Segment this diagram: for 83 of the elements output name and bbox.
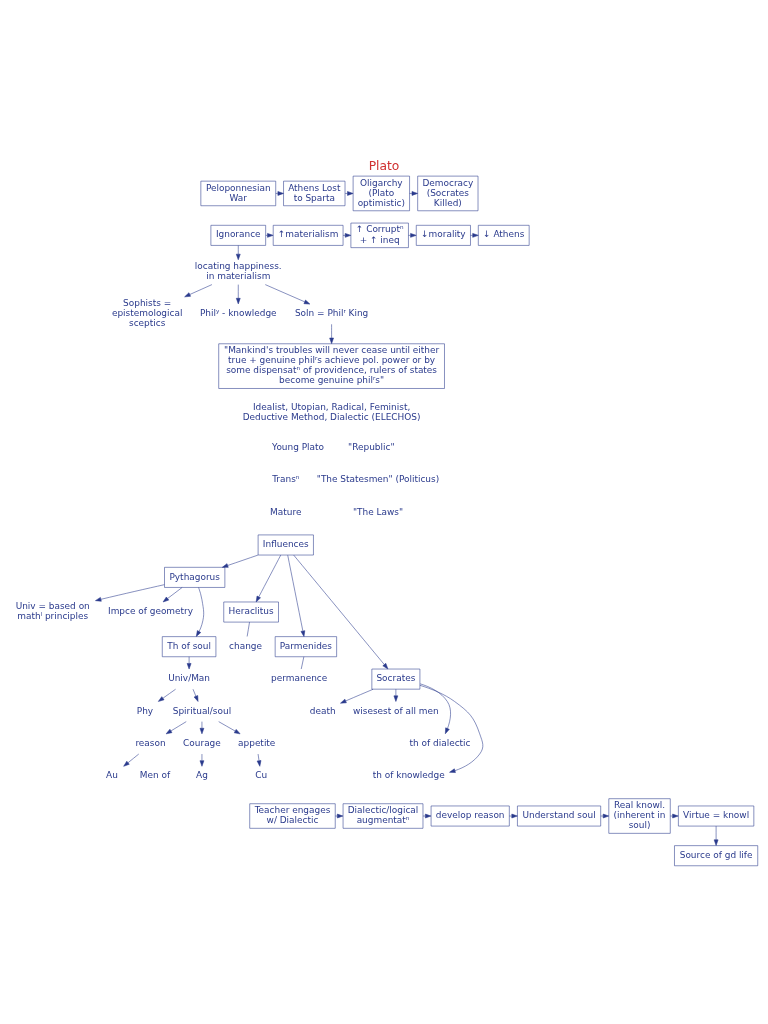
node-box: Understand soul [517,805,601,827]
label: "Republic" [348,441,395,452]
node-text: change [229,640,262,651]
arrow [199,753,205,767]
node-box: Peloponnesian War [200,180,276,206]
arrow [409,191,418,196]
arrow [275,191,284,196]
arrow [293,554,389,670]
node-box: "Mankind's troubles will never cease until either true + genuine philʳs achieve pol. power or by some dispensatⁿ of providence, rulers of states become genuine philʳs" [218,343,445,389]
node-text: th of knowledge [372,770,445,781]
arrow [342,233,352,238]
arrow [158,688,176,702]
node-text: Philʸ - knowledge [199,308,277,319]
node-text: Courage [183,738,221,749]
arrow [199,721,205,735]
node-text: Au [106,770,118,781]
node-text: Soln = Philʳ King [294,308,369,319]
arrow [340,689,374,704]
node-box: ↓ Athens [478,225,530,246]
node-box: Heraclitus [223,601,279,623]
arrow [265,284,311,305]
label: Transⁿ [272,474,300,485]
node-text: Cu [255,770,268,781]
arrow [408,233,417,238]
node-text: Phy [136,705,154,716]
node-text: Sophists = epistemological sceptics [111,298,183,329]
node-box: Oligarchy (Plato optimistic) [352,175,410,212]
node-box: Virtue = knowl [678,805,755,827]
node-text: locating happiness. in materialism [194,261,282,282]
node-text: Impce of geometry [108,606,194,617]
node-box: Socrates [371,668,421,690]
label: Young Plato [272,441,325,452]
node-text: permanence [271,673,328,684]
arrow [419,685,484,773]
arrow [470,233,479,238]
node-box: Democracy (Socrates Killed) [417,175,479,212]
node-text: th of dialectic [409,738,471,749]
node-text: death [309,705,336,716]
node-text: wisesest of all men [353,705,439,716]
arrow [600,813,610,819]
label: Mature [270,506,302,517]
arrow [95,584,165,602]
arrow [265,233,274,238]
node-box: Pythagorus [164,567,226,588]
node-text: Ag [196,770,208,781]
arrow [186,656,192,670]
node-text: reason [135,738,166,749]
arrow [422,813,432,819]
node-text: Univ = based on mathˡ principles [15,601,90,622]
label: "The Laws" [352,506,404,517]
arrow [393,688,399,702]
arrow [256,753,262,767]
arrow [287,554,306,637]
node-text: appetite [238,738,276,749]
arrow [255,554,281,603]
arrow [218,721,241,735]
arrow [236,284,241,305]
arrow [713,825,719,846]
node-box: Parmenides [274,636,337,658]
label: Men of [139,770,171,781]
arrow [123,753,140,767]
arrow [509,813,518,819]
arrow [165,721,187,735]
node-box: Source of gd life [674,845,758,867]
arrow [329,324,334,344]
arrow [670,813,679,819]
arrow [222,554,259,568]
node-box: Influences [257,534,314,556]
label: "The Statesmen" (Politicus) [316,474,440,485]
label: Idealist, Utopian, Radical, Feminist, Deductive Method, Dialectic (ELECHOS) [242,402,421,423]
arrow [335,813,344,819]
arrow [184,284,213,298]
arrow [344,191,354,196]
diagram-title: Plato [368,159,400,174]
arrow [192,688,199,702]
arrow [162,587,183,603]
arrow [196,587,204,637]
node-text: Spiritual/soul [172,705,232,716]
arrow [419,683,451,735]
node-text: Univ/Man [168,673,211,684]
node-box: Th of soul [162,636,217,658]
arrow [236,245,241,261]
connector [246,621,250,637]
